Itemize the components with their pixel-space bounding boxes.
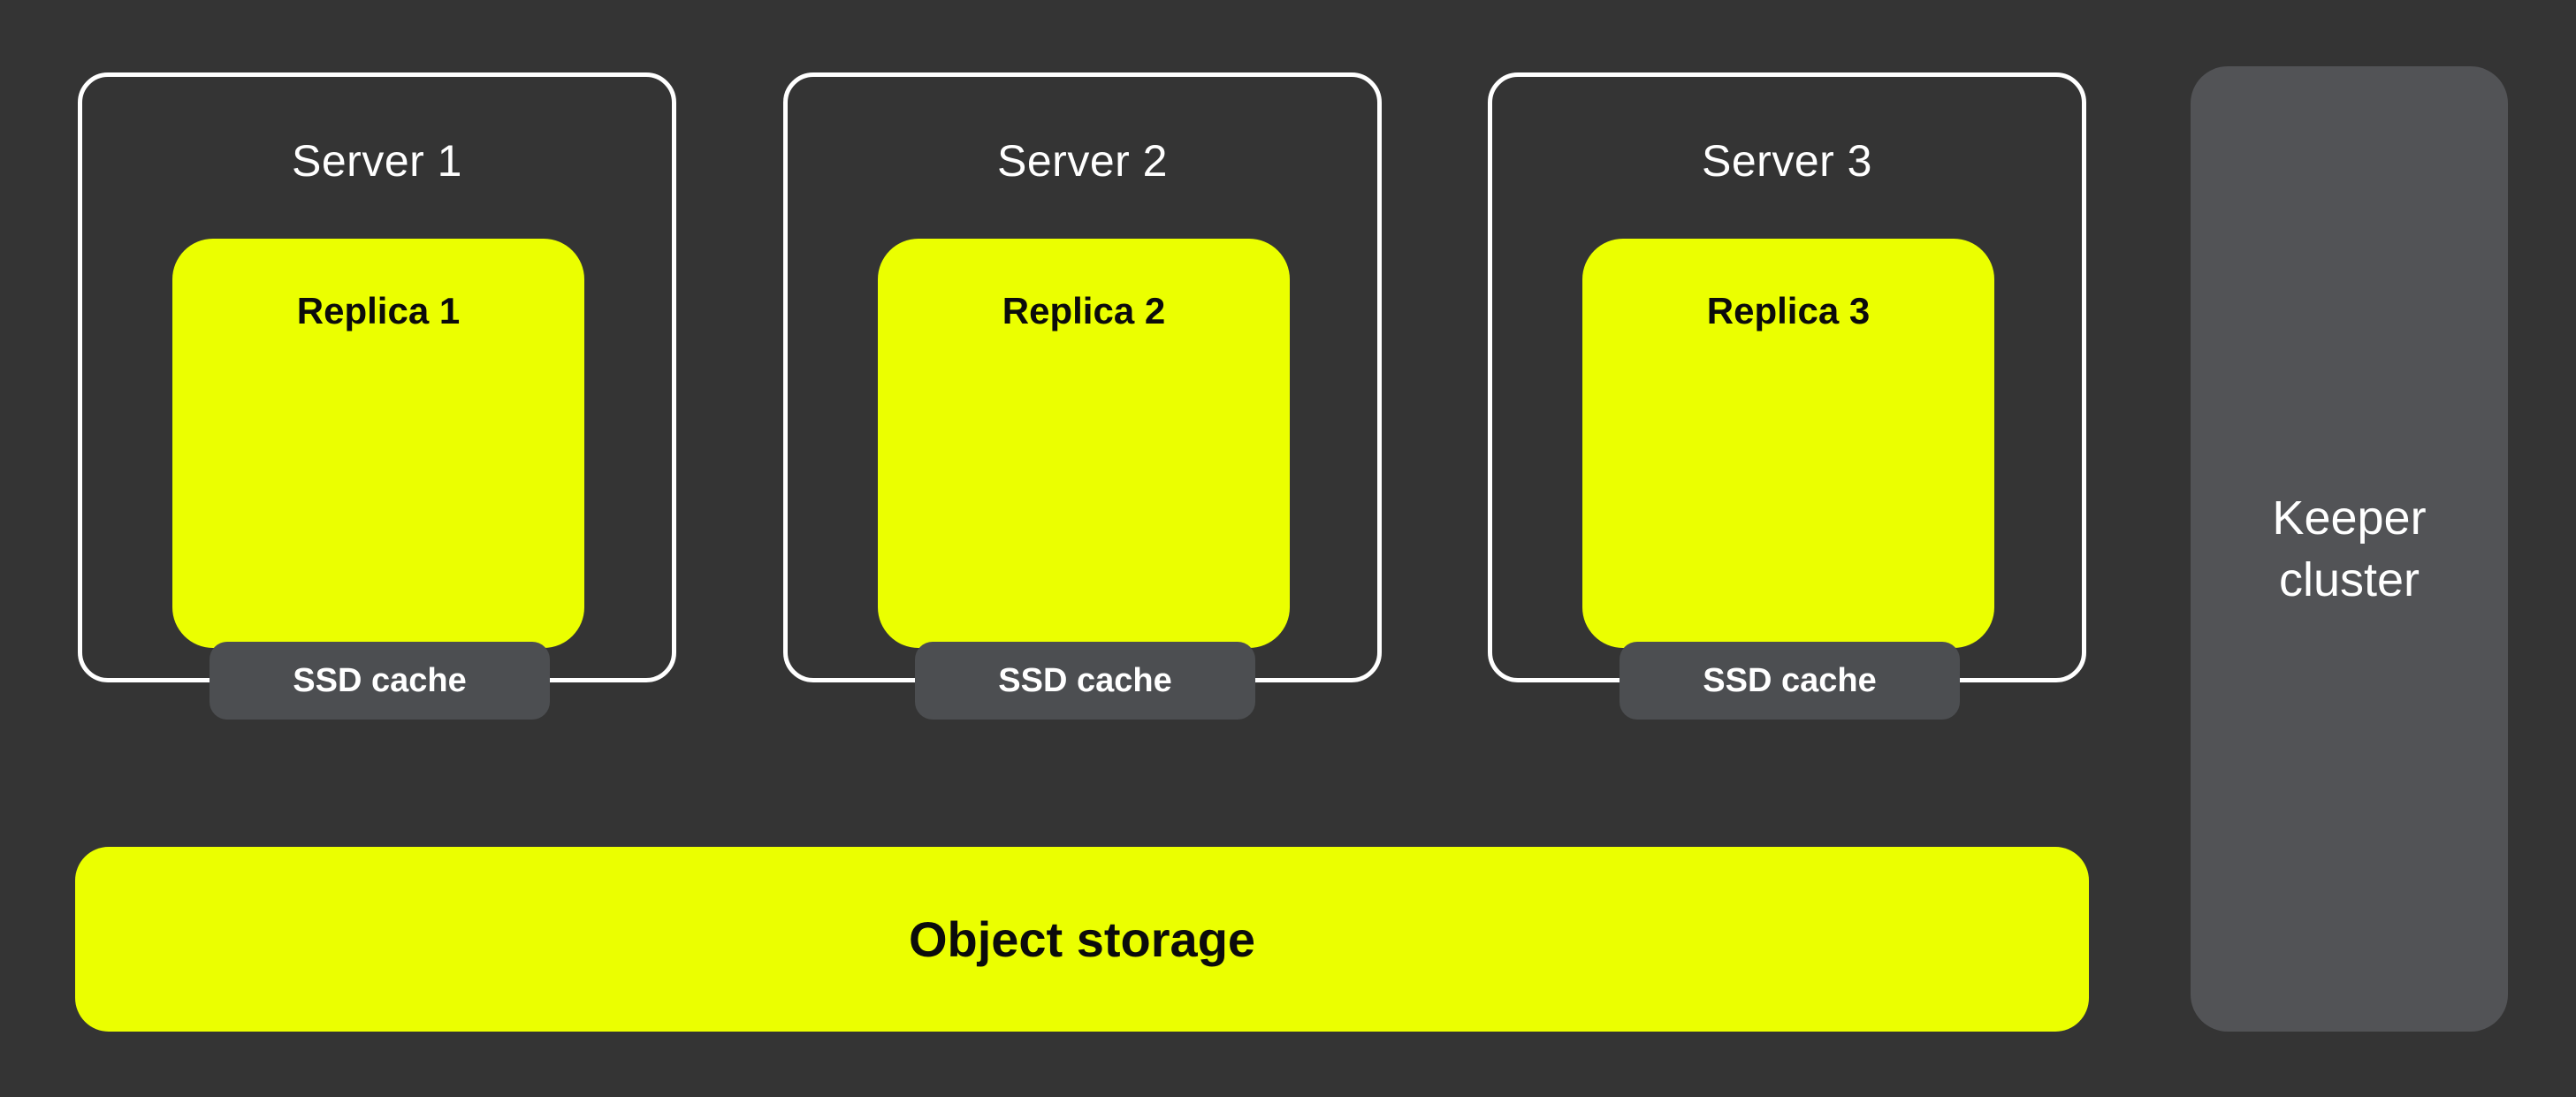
- replica-label: Replica 3: [1706, 290, 1871, 331]
- ssd-cache-badge: SSD cache: [210, 642, 550, 720]
- keeper-cluster-panel: Keeper cluster: [2191, 66, 2508, 1032]
- keeper-cluster-label: Keeper cluster: [2272, 487, 2426, 611]
- replica-box: Replica 3: [1582, 239, 1994, 648]
- keeper-label-line1: Keeper: [2272, 491, 2427, 545]
- ssd-cache-badge: SSD cache: [1620, 642, 1960, 720]
- replica-label: Replica 2: [1002, 290, 1166, 331]
- replica-box: Replica 1: [172, 239, 584, 648]
- object-storage-label: Object storage: [908, 911, 1256, 967]
- replica-box: Replica 2: [878, 239, 1290, 648]
- server-title: Server 2: [997, 136, 1168, 186]
- server-box-2: Server 2 Replica 2 SSD cache: [783, 72, 1382, 720]
- object-storage-bar: Object storage: [75, 847, 2089, 1032]
- server-box-1: Server 1 Replica 1 SSD cache: [78, 72, 676, 720]
- server-title: Server 1: [292, 136, 462, 186]
- ssd-cache-label: SSD cache: [998, 661, 1172, 699]
- ssd-cache-label: SSD cache: [293, 661, 467, 699]
- server-box-3: Server 3 Replica 3 SSD cache: [1488, 72, 2086, 720]
- server-title: Server 3: [1702, 136, 1872, 186]
- ssd-cache-label: SSD cache: [1703, 661, 1877, 699]
- ssd-cache-badge: SSD cache: [915, 642, 1255, 720]
- keeper-label-line2: cluster: [2278, 553, 2420, 606]
- replica-label: Replica 1: [296, 290, 461, 331]
